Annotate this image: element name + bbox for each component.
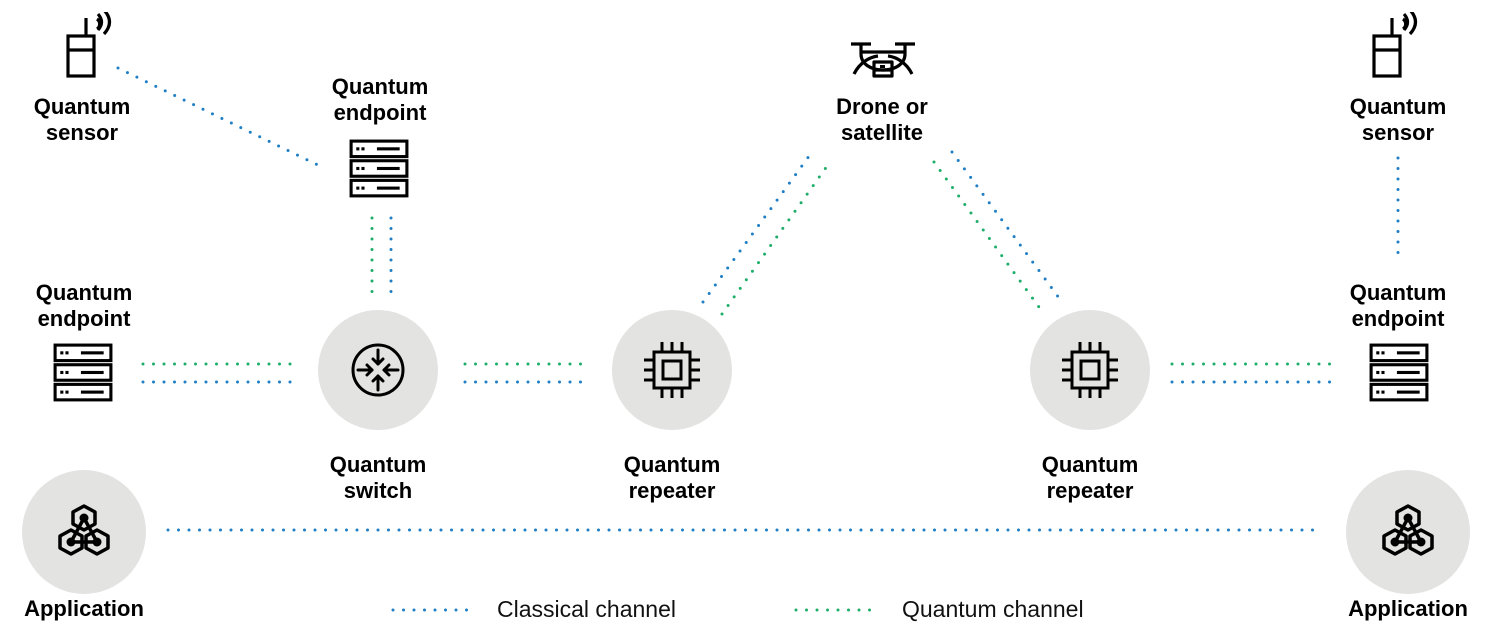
switch-circle bbox=[318, 310, 438, 430]
repeater-right-circle bbox=[1030, 310, 1150, 430]
legend-quantum-label: Quantum channel bbox=[902, 596, 1084, 622]
repeater-left-circle bbox=[612, 310, 732, 430]
label-app-right: Application bbox=[1348, 596, 1468, 621]
classical-channel-drone-to-repeater bbox=[950, 150, 1064, 304]
channels bbox=[116, 66, 1400, 612]
label-app-left: Application bbox=[24, 596, 144, 621]
node-circles bbox=[22, 310, 1470, 594]
quantum-channel-drone-to-repeater bbox=[932, 160, 1046, 316]
legend-classical-label: Classical channel bbox=[497, 596, 676, 622]
quantum-channel-repeater-to-drone bbox=[720, 160, 832, 316]
drone-icon bbox=[849, 42, 917, 78]
server-icon bbox=[349, 139, 409, 198]
server-icon bbox=[1369, 343, 1429, 402]
server-icon bbox=[53, 343, 113, 402]
classical-channel-sensor-to-endpoint bbox=[116, 66, 326, 170]
antenna-device-icon bbox=[66, 12, 112, 78]
app-left-circle bbox=[22, 470, 146, 594]
antenna-device-icon bbox=[1372, 12, 1418, 78]
classical-channel-repeater-to-drone bbox=[701, 150, 814, 304]
app-right-circle bbox=[1346, 470, 1470, 594]
icons bbox=[53, 12, 1434, 556]
